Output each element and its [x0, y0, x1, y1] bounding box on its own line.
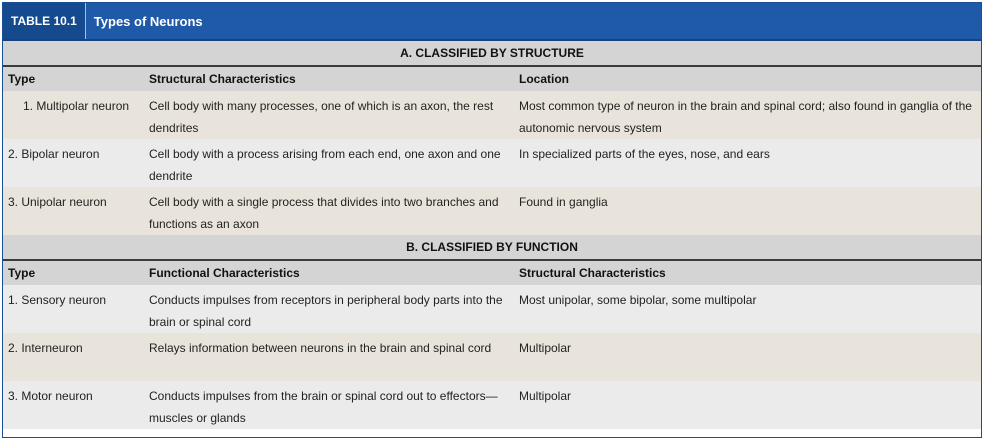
- table-row: 3. Motor neuron Conducts impulses from t…: [3, 381, 981, 429]
- table-cell: 2. Interneuron: [8, 341, 83, 355]
- section-a-header-row: Type Structural Characteristics Location: [3, 65, 981, 91]
- table-cell: Cell body with a process arising from ea…: [149, 147, 501, 183]
- table-row: 1. Sensory neuron Conducts impulses from…: [3, 285, 981, 333]
- table-cell: 3. Motor neuron: [8, 389, 93, 403]
- table-title-bar: TABLE 10.1 Types of Neurons: [3, 3, 981, 41]
- section-b-title: B. CLASSIFIED BY FUNCTION: [3, 235, 981, 259]
- header-cell: Location: [519, 72, 569, 86]
- table-cell: Most common type of neuron in the brain …: [519, 99, 972, 135]
- table-cell: Relays information between neurons in th…: [149, 341, 492, 355]
- table-cell: 1. Sensory neuron: [8, 293, 107, 307]
- header-cell: Structural Characteristics: [149, 72, 296, 86]
- header-cell: Type: [8, 72, 36, 86]
- table-title: Types of Neurons: [93, 13, 203, 29]
- header-cell: Type: [8, 266, 36, 280]
- table-row: 3. Unipolar neuron Cell body with a sing…: [3, 187, 981, 235]
- section-a-title: A. CLASSIFIED BY STRUCTURE: [3, 41, 981, 65]
- table-cell: Conducts impulses from the brain or spin…: [149, 389, 498, 425]
- table-cell: Most unipolar, some bipolar, some multip…: [519, 293, 757, 307]
- table-cell: 1. Multipolar neuron: [23, 99, 130, 113]
- table-row: 1. Multipolar neuron Cell body with many…: [3, 91, 981, 139]
- table-cell: Cell body with many processes, one of wh…: [149, 99, 494, 135]
- neuron-table: TABLE 10.1 Types of Neurons A. CLASSIFIE…: [2, 2, 982, 438]
- table-cell: Cell body with a single process that div…: [149, 195, 499, 231]
- table-cell: Multipolar: [519, 389, 572, 403]
- table-cell: Multipolar: [519, 341, 572, 355]
- table-number: TABLE 10.1: [3, 3, 86, 39]
- section-b-header-row: Type Functional Characteristics Structur…: [3, 259, 981, 285]
- table-cell: 3. Unipolar neuron: [8, 195, 107, 209]
- table-row: 2. Interneuron Relays information betwee…: [3, 333, 981, 381]
- header-cell: Functional Characteristics: [149, 266, 300, 280]
- table-row: 2. Bipolar neuron Cell body with a proce…: [3, 139, 981, 187]
- header-cell: Structural Characteristics: [519, 266, 666, 280]
- table-cell: Found in ganglia: [519, 195, 608, 209]
- table-cell: In specialized parts of the eyes, nose, …: [519, 147, 770, 161]
- table-cell: Conducts impulses from receptors in peri…: [149, 293, 503, 329]
- table-cell: 2. Bipolar neuron: [8, 147, 100, 161]
